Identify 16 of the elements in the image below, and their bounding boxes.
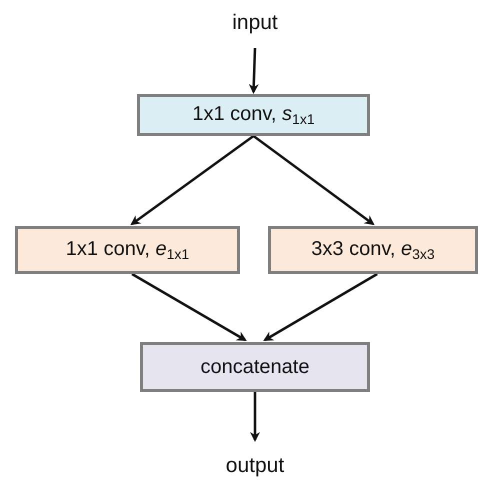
process-box: [140, 342, 370, 392]
node-text: 1x1 conv, s$_{1x1}$: [192, 102, 315, 128]
arrow: [263, 272, 378, 342]
node-text: 3x3 conv, e$_{3x3}$: [311, 238, 435, 262]
text-label: input: [215, 8, 295, 38]
process-box: [268, 226, 478, 274]
node-text: concatenate: [200, 356, 310, 378]
process-box: [137, 94, 370, 136]
node-text: 1x1 conv, e$_{1x1}$: [66, 238, 190, 262]
process-box: [15, 226, 240, 274]
arrow: [250, 392, 260, 442]
arrow: [130, 134, 254, 226]
arrow: [131, 272, 247, 342]
arrow: [248, 48, 259, 94]
text-label: output: [205, 452, 305, 480]
arrow: [252, 135, 375, 226]
